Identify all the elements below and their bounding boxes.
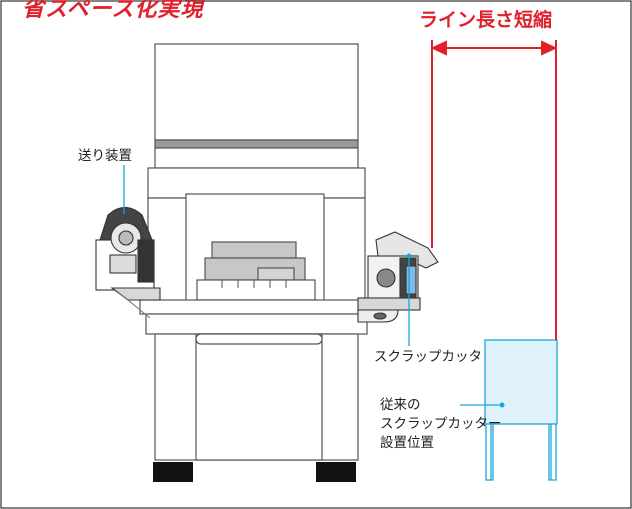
arrowhead-left xyxy=(430,40,447,56)
conventional-label-line2: スクラップカッター xyxy=(380,416,502,432)
conventional-label-line1: 従来の xyxy=(380,397,421,413)
length-dimension xyxy=(430,40,558,340)
scrap-cutter-unit xyxy=(357,231,439,323)
die-pins xyxy=(221,280,287,288)
bolster xyxy=(139,299,374,315)
feeder-bracket xyxy=(110,287,161,301)
die-upper xyxy=(211,241,297,259)
dimension-label: ライン長さ短縮 xyxy=(419,9,553,31)
leader-lines xyxy=(123,165,499,406)
press-foot-left xyxy=(153,462,193,482)
press-machine xyxy=(139,43,374,461)
feeder-unit xyxy=(95,206,161,319)
conventional-label-line3: 設置位置 xyxy=(380,435,434,451)
feeder-label: 送り装置 xyxy=(78,148,132,164)
cutter-gear xyxy=(376,268,396,288)
press-crown xyxy=(154,43,359,141)
cutter-leader-dot xyxy=(406,253,412,259)
scrap-cutter-label: スクラップカッタ xyxy=(374,349,482,365)
die-lower xyxy=(196,279,316,301)
conventional-cutter-outline xyxy=(484,339,558,481)
conventional-marker xyxy=(499,402,505,408)
page-title: 省スペース化実現 xyxy=(22,0,204,22)
conventional-cutter-box xyxy=(484,339,558,425)
arrowhead-right xyxy=(541,40,558,56)
press-foot-right xyxy=(316,462,356,482)
press-crown-band xyxy=(154,139,359,149)
